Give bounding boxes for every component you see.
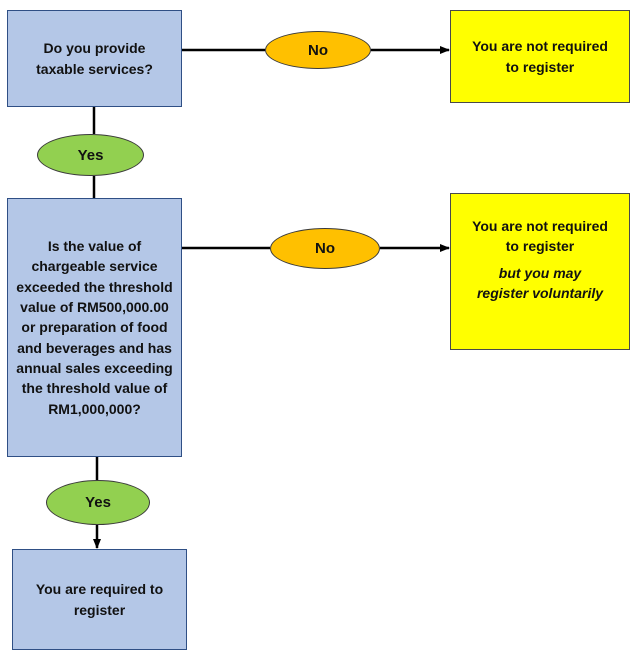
- question-2-text: Is the value of chargeable service excee…: [16, 238, 173, 417]
- no-label-2: No: [315, 240, 335, 257]
- yes-ellipse-2: Yes: [46, 480, 150, 525]
- no-label-1: No: [308, 41, 328, 59]
- result-not-required-text: You are not required to register: [472, 38, 608, 75]
- yes-ellipse-1: Yes: [37, 134, 144, 176]
- result-box-voluntary: You are not required to register but you…: [450, 193, 630, 350]
- result-voluntary-main-text: You are not required to register: [472, 218, 608, 255]
- result-required-text: You are required to register: [35, 581, 164, 618]
- question-1-text: Do you provide taxable services?: [36, 40, 153, 77]
- question-box-threshold: Is the value of chargeable service excee…: [7, 198, 182, 457]
- result-box-not-required: You are not required to register: [450, 10, 630, 103]
- no-ellipse-2: No: [270, 228, 380, 269]
- result-box-required: You are required to register: [12, 549, 187, 650]
- yes-label-1: Yes: [77, 146, 104, 164]
- yes-label-2: Yes: [85, 494, 111, 511]
- result-voluntary-note: but you may register voluntarily: [476, 264, 604, 301]
- no-ellipse-1: No: [265, 31, 371, 69]
- question-box-taxable-services: Do you provide taxable services?: [7, 10, 182, 107]
